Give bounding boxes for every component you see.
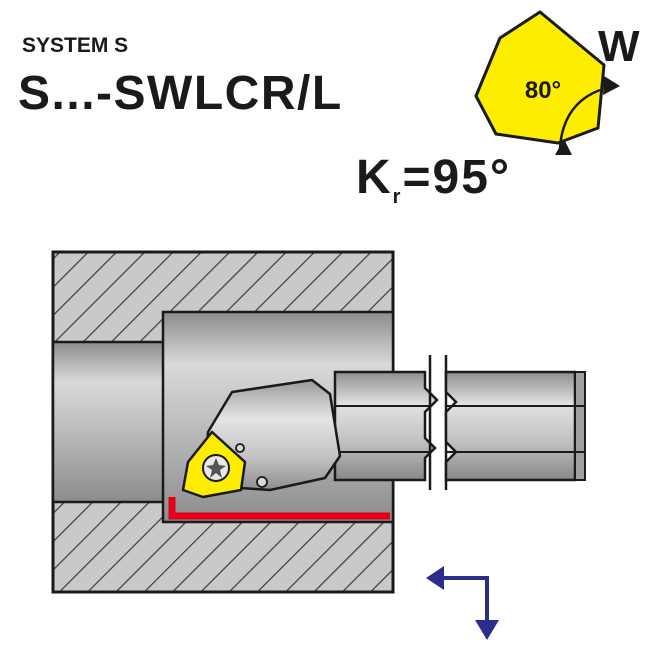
insert-icon: 80° — [474, 10, 620, 155]
bar-shank-near — [333, 370, 439, 482]
system-label: SYSTEM S — [22, 34, 129, 57]
feed-arrow-left-icon — [426, 566, 444, 590]
boring-bar — [203, 355, 586, 492]
cutting-insert — [181, 430, 268, 499]
kr-symbol: K — [356, 151, 393, 204]
angle-arc — [558, 88, 601, 149]
approach-angle-label: Kr=95° — [356, 150, 511, 209]
feed-path-line — [440, 576, 489, 598]
cutting-path — [168, 497, 390, 520]
pre-bore — [51, 340, 167, 504]
bar-shank-far — [444, 370, 577, 482]
clamp-pin-icon — [256, 476, 268, 488]
tool-designation: S...-SWLCR/L — [18, 67, 343, 120]
kr-value: =95° — [402, 151, 512, 204]
angle-arrow-lower-icon — [555, 139, 572, 155]
feed-arrow-down-icon — [475, 620, 499, 640]
kr-subscript: r — [392, 186, 401, 208]
feed-direction-arrows — [426, 566, 499, 640]
angle-arrow-upper-icon — [603, 76, 620, 95]
torx-icon — [206, 458, 226, 478]
bar-end-chamfer — [574, 371, 586, 481]
insert-shape-letter: W — [598, 22, 640, 71]
insert-angle-label: 80° — [525, 77, 561, 104]
seat-pin-icon — [235, 443, 245, 453]
